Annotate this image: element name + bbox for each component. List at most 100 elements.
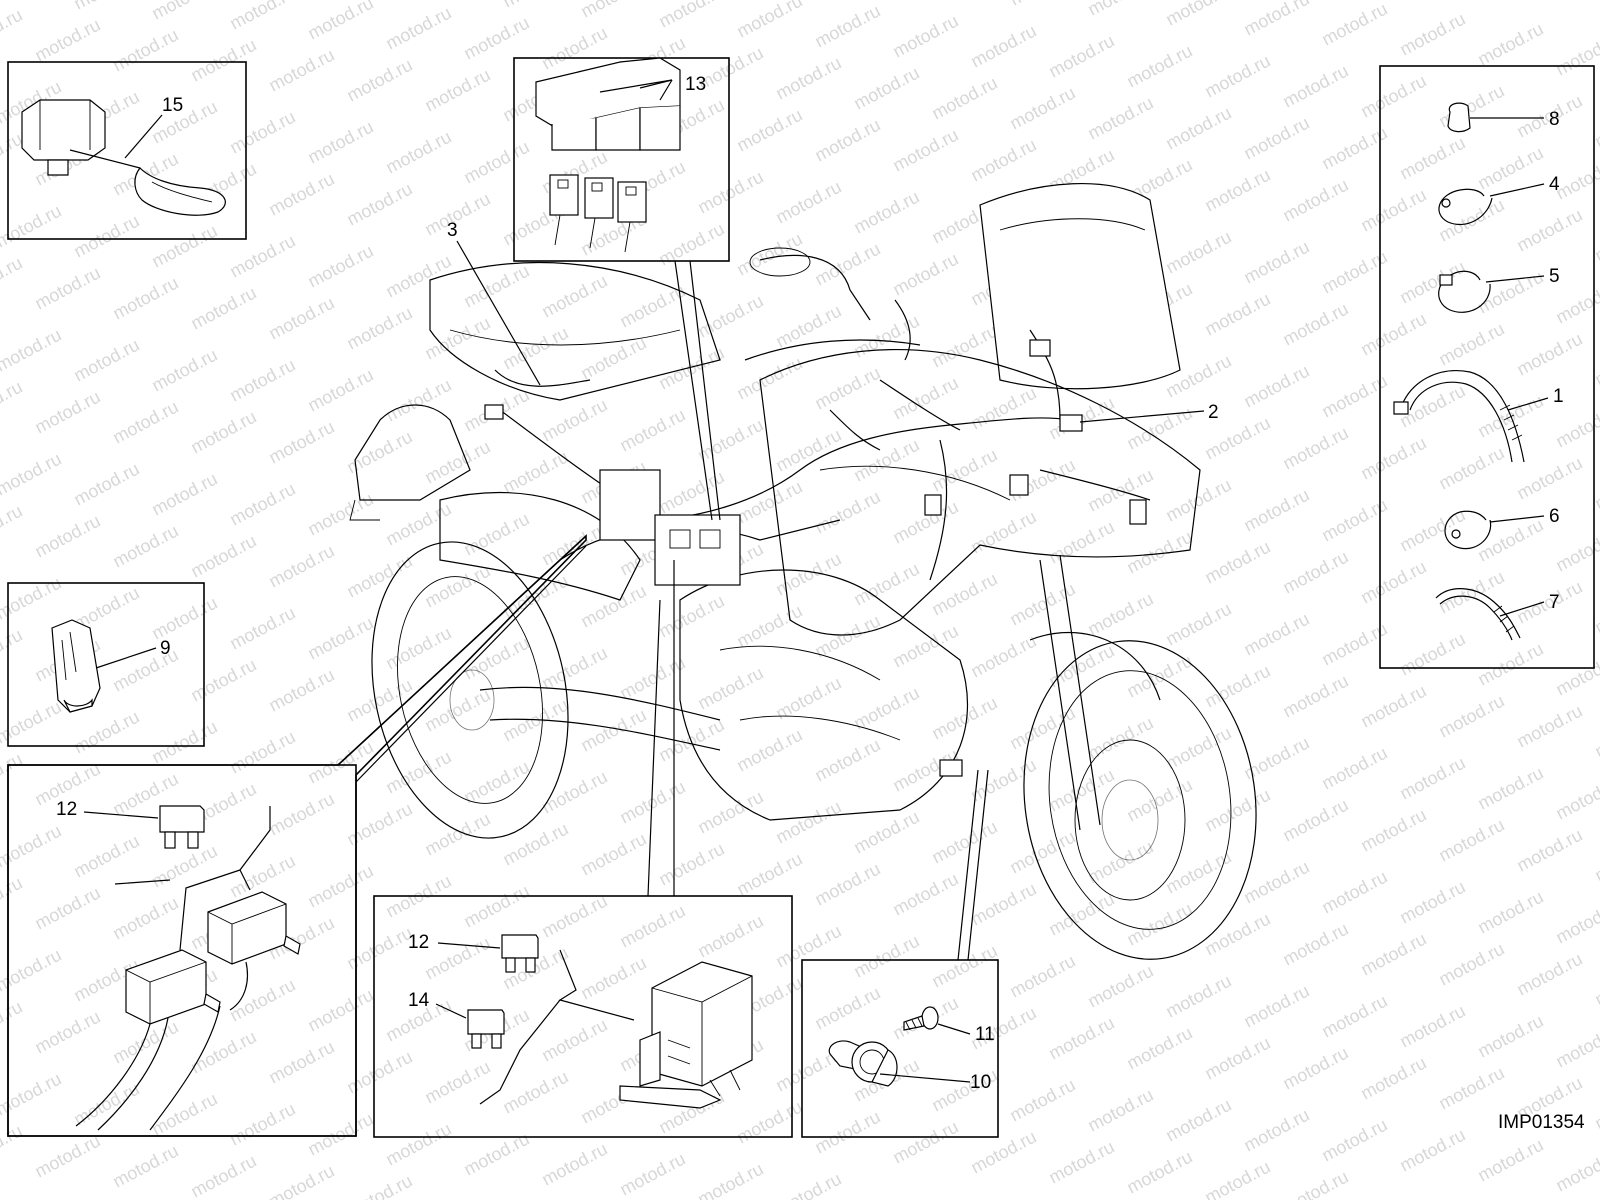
watermark-text: motod.ru bbox=[1357, 1053, 1429, 1104]
watermark-text: motod.ru bbox=[1435, 815, 1507, 866]
watermark-text: motod.ru bbox=[811, 363, 883, 414]
watermark-text: motod.ru bbox=[1552, 897, 1600, 948]
watermark-text: motod.ru bbox=[1162, 599, 1234, 650]
watermark-text: motod.ru bbox=[850, 435, 922, 486]
watermark-text: motod.ru bbox=[460, 137, 532, 188]
watermark-text: motod.ru bbox=[850, 187, 922, 238]
watermark-text: motod.ru bbox=[733, 725, 805, 776]
watermark-text: motod.ru bbox=[733, 601, 805, 652]
watermark-text: motod.ru bbox=[265, 789, 337, 840]
watermark-text: motod.ru bbox=[733, 353, 805, 404]
watermark-text: motod.ru bbox=[265, 541, 337, 592]
relay-block-drawing bbox=[535, 57, 681, 253]
fuse-12b-drawing bbox=[501, 934, 539, 973]
watermark-text: motod.ru bbox=[1162, 103, 1234, 154]
watermark-text: motod.ru bbox=[1006, 83, 1078, 134]
watermark-text: motod.ru bbox=[1513, 453, 1585, 504]
watermark-text: motod.ru bbox=[1474, 19, 1546, 70]
watermark-text: motod.ru bbox=[1045, 1013, 1117, 1064]
watermark-text: motod.ru bbox=[1318, 743, 1390, 794]
watermark-text: motod.ru bbox=[694, 911, 766, 962]
watermark-text: motod.ru bbox=[1084, 93, 1156, 144]
watermark-text: motod.ru bbox=[343, 799, 415, 850]
clamp-10-drawing bbox=[828, 1040, 898, 1087]
watermark-text: motod.ru bbox=[187, 1027, 259, 1078]
watermark-text: motod.ru bbox=[655, 0, 727, 32]
watermark-text: motod.ru bbox=[0, 1121, 26, 1172]
fuse-box-drawing bbox=[619, 961, 753, 1109]
watermark-text: motod.ru bbox=[811, 1, 883, 52]
callout-4: 4 bbox=[1549, 174, 1560, 195]
watermark-text: motod.ru bbox=[1591, 463, 1600, 514]
watermark-text: motod.ru bbox=[0, 0, 65, 4]
watermark-text: motod.ru bbox=[460, 509, 532, 560]
callout-5: 5 bbox=[1549, 266, 1560, 287]
box-fasteners: 8 4 5 1 6 bbox=[1379, 65, 1595, 669]
watermark-text: motod.ru bbox=[577, 829, 649, 880]
watermark-text: motod.ru bbox=[1162, 847, 1234, 898]
watermark-text: motod.ru bbox=[538, 395, 610, 446]
watermark-text: motod.ru bbox=[499, 819, 571, 870]
watermark-text: motod.ru bbox=[421, 437, 493, 488]
watermark-text: motod.ru bbox=[421, 0, 493, 2]
watermark-text: motod.ru bbox=[577, 0, 649, 22]
callout-7: 7 bbox=[1549, 592, 1560, 613]
clamp-6-drawing bbox=[1444, 510, 1492, 550]
watermark-text: motod.ru bbox=[0, 697, 65, 748]
watermark-text: motod.ru bbox=[499, 0, 571, 12]
watermark-text: motod.ru bbox=[343, 303, 415, 354]
watermark-text: motod.ru bbox=[1357, 433, 1429, 484]
watermark-text: motod.ru bbox=[499, 1067, 571, 1118]
watermark-text: motod.ru bbox=[928, 569, 1000, 620]
watermark-text: motod.ru bbox=[1123, 1147, 1195, 1198]
watermark-text: motod.ru bbox=[1357, 309, 1429, 360]
watermark-text: motod.ru bbox=[265, 45, 337, 96]
watermark-text: motod.ru bbox=[733, 105, 805, 156]
watermark-text: motod.ru bbox=[31, 1131, 103, 1182]
callout-6: 6 bbox=[1549, 506, 1560, 527]
watermark-text: motod.ru bbox=[70, 0, 142, 14]
watermark-text: motod.ru bbox=[1357, 71, 1429, 122]
watermark-text: motod.ru bbox=[148, 345, 220, 396]
watermark-text: motod.ru bbox=[1123, 403, 1195, 454]
callout-13: 13 bbox=[685, 74, 706, 95]
watermark-text: motod.ru bbox=[70, 459, 142, 510]
watermark-text: motod.ru bbox=[1552, 153, 1600, 204]
watermark-text: motod.ru bbox=[1552, 649, 1600, 700]
watermark-text: motod.ru bbox=[1084, 961, 1156, 1012]
watermark-text: motod.ru bbox=[343, 1047, 415, 1098]
watermark-text: motod.ru bbox=[70, 211, 142, 262]
watermark-text: motod.ru bbox=[694, 663, 766, 714]
watermark-text: motod.ru bbox=[226, 727, 298, 778]
watermark-text: motod.ru bbox=[889, 373, 961, 424]
watermark-text: motod.ru bbox=[928, 445, 1000, 496]
watermark-text: motod.ru bbox=[499, 323, 571, 374]
callout-2: 2 bbox=[1208, 402, 1219, 423]
watermark-text: motod.ru bbox=[1591, 1083, 1600, 1134]
watermark-text: motod.ru bbox=[31, 883, 103, 934]
watermark-text: motod.ru bbox=[1240, 237, 1312, 288]
watermark-text: motod.ru bbox=[655, 839, 727, 890]
watermark-text: motod.ru bbox=[1474, 1135, 1546, 1186]
strap-drawing bbox=[1393, 370, 1525, 463]
watermark-text: motod.ru bbox=[265, 417, 337, 468]
watermark-text: motod.ru bbox=[1201, 1033, 1273, 1084]
watermark-text: motod.ru bbox=[421, 809, 493, 860]
watermark-text: motod.ru bbox=[0, 5, 26, 56]
watermark-text: motod.ru bbox=[928, 817, 1000, 868]
watermark-text: motod.ru bbox=[226, 603, 298, 654]
watermark-text: motod.ru bbox=[577, 705, 649, 756]
watermark-text: motod.ru bbox=[1591, 215, 1600, 266]
watermark-text: motod.ru bbox=[967, 755, 1039, 806]
watermark-text: motod.ru bbox=[928, 941, 1000, 992]
watermark-text: motod.ru bbox=[1084, 713, 1156, 764]
watermark-text: motod.ru bbox=[850, 311, 922, 362]
watermark-text: motod.ru bbox=[499, 571, 571, 622]
watermark-text: motod.ru bbox=[187, 655, 259, 706]
watermark-text: motod.ru bbox=[421, 933, 493, 984]
watermark-text: motod.ru bbox=[1201, 537, 1273, 588]
callout-9: 9 bbox=[160, 638, 171, 659]
watermark-text: motod.ru bbox=[1240, 113, 1312, 164]
watermark-text: motod.ru bbox=[226, 355, 298, 406]
watermark-text: motod.ru bbox=[811, 859, 883, 910]
